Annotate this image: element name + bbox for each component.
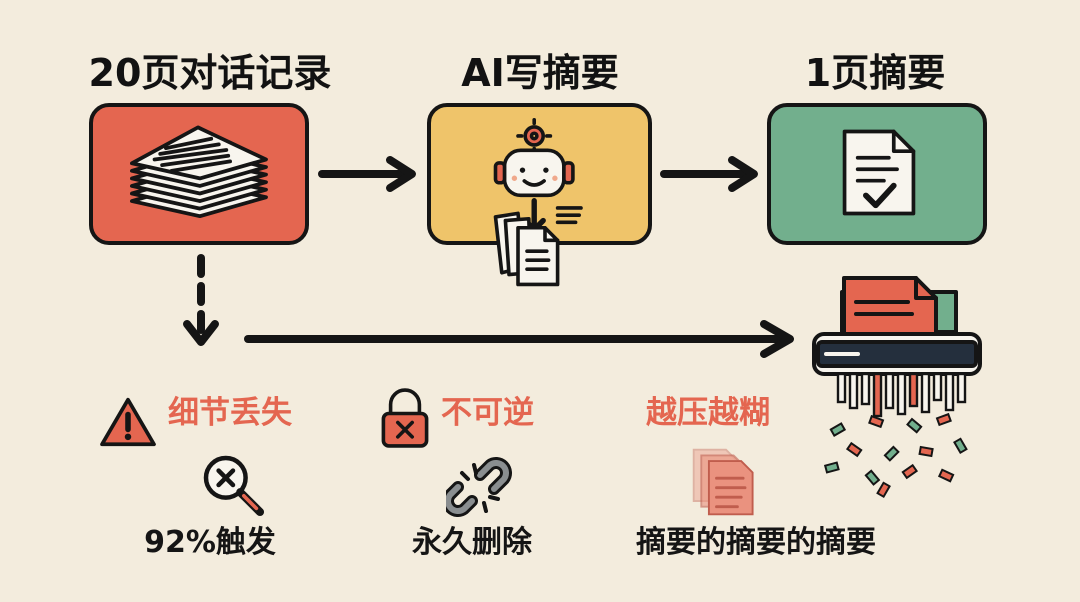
detail-loss-label: 细节丢失 bbox=[168, 395, 292, 431]
broken-chain-icon bbox=[446, 457, 512, 517]
irreversible-label: 不可逆 bbox=[441, 395, 534, 431]
robot-summary-icon bbox=[493, 117, 583, 287]
blurred-documents-icon bbox=[692, 448, 754, 516]
dashed-down-arrow bbox=[183, 254, 219, 346]
step1-title: 20页对话记录 bbox=[88, 51, 332, 95]
warning-icon bbox=[100, 397, 156, 447]
deletion-caption: 永久删除 bbox=[412, 525, 532, 560]
step2-title: AI写摘要 bbox=[461, 51, 619, 95]
nested-summary-caption: 摘要的摘要的摘要 bbox=[636, 525, 876, 560]
arrow-step1-to-step2 bbox=[318, 156, 416, 192]
arrow-step2-to-step3 bbox=[660, 156, 758, 192]
lock-x-icon bbox=[381, 388, 429, 448]
stacked-documents-icon bbox=[130, 125, 268, 219]
trigger-caption: 92%触发 bbox=[144, 525, 276, 560]
search-x-icon bbox=[203, 455, 265, 517]
long-arrow-to-shredder bbox=[244, 320, 794, 358]
document-check-icon bbox=[842, 129, 916, 216]
step3-title: 1页摘要 bbox=[804, 51, 946, 95]
shredder-icon bbox=[812, 276, 982, 499]
compression-label: 越压越糊 bbox=[646, 395, 770, 431]
